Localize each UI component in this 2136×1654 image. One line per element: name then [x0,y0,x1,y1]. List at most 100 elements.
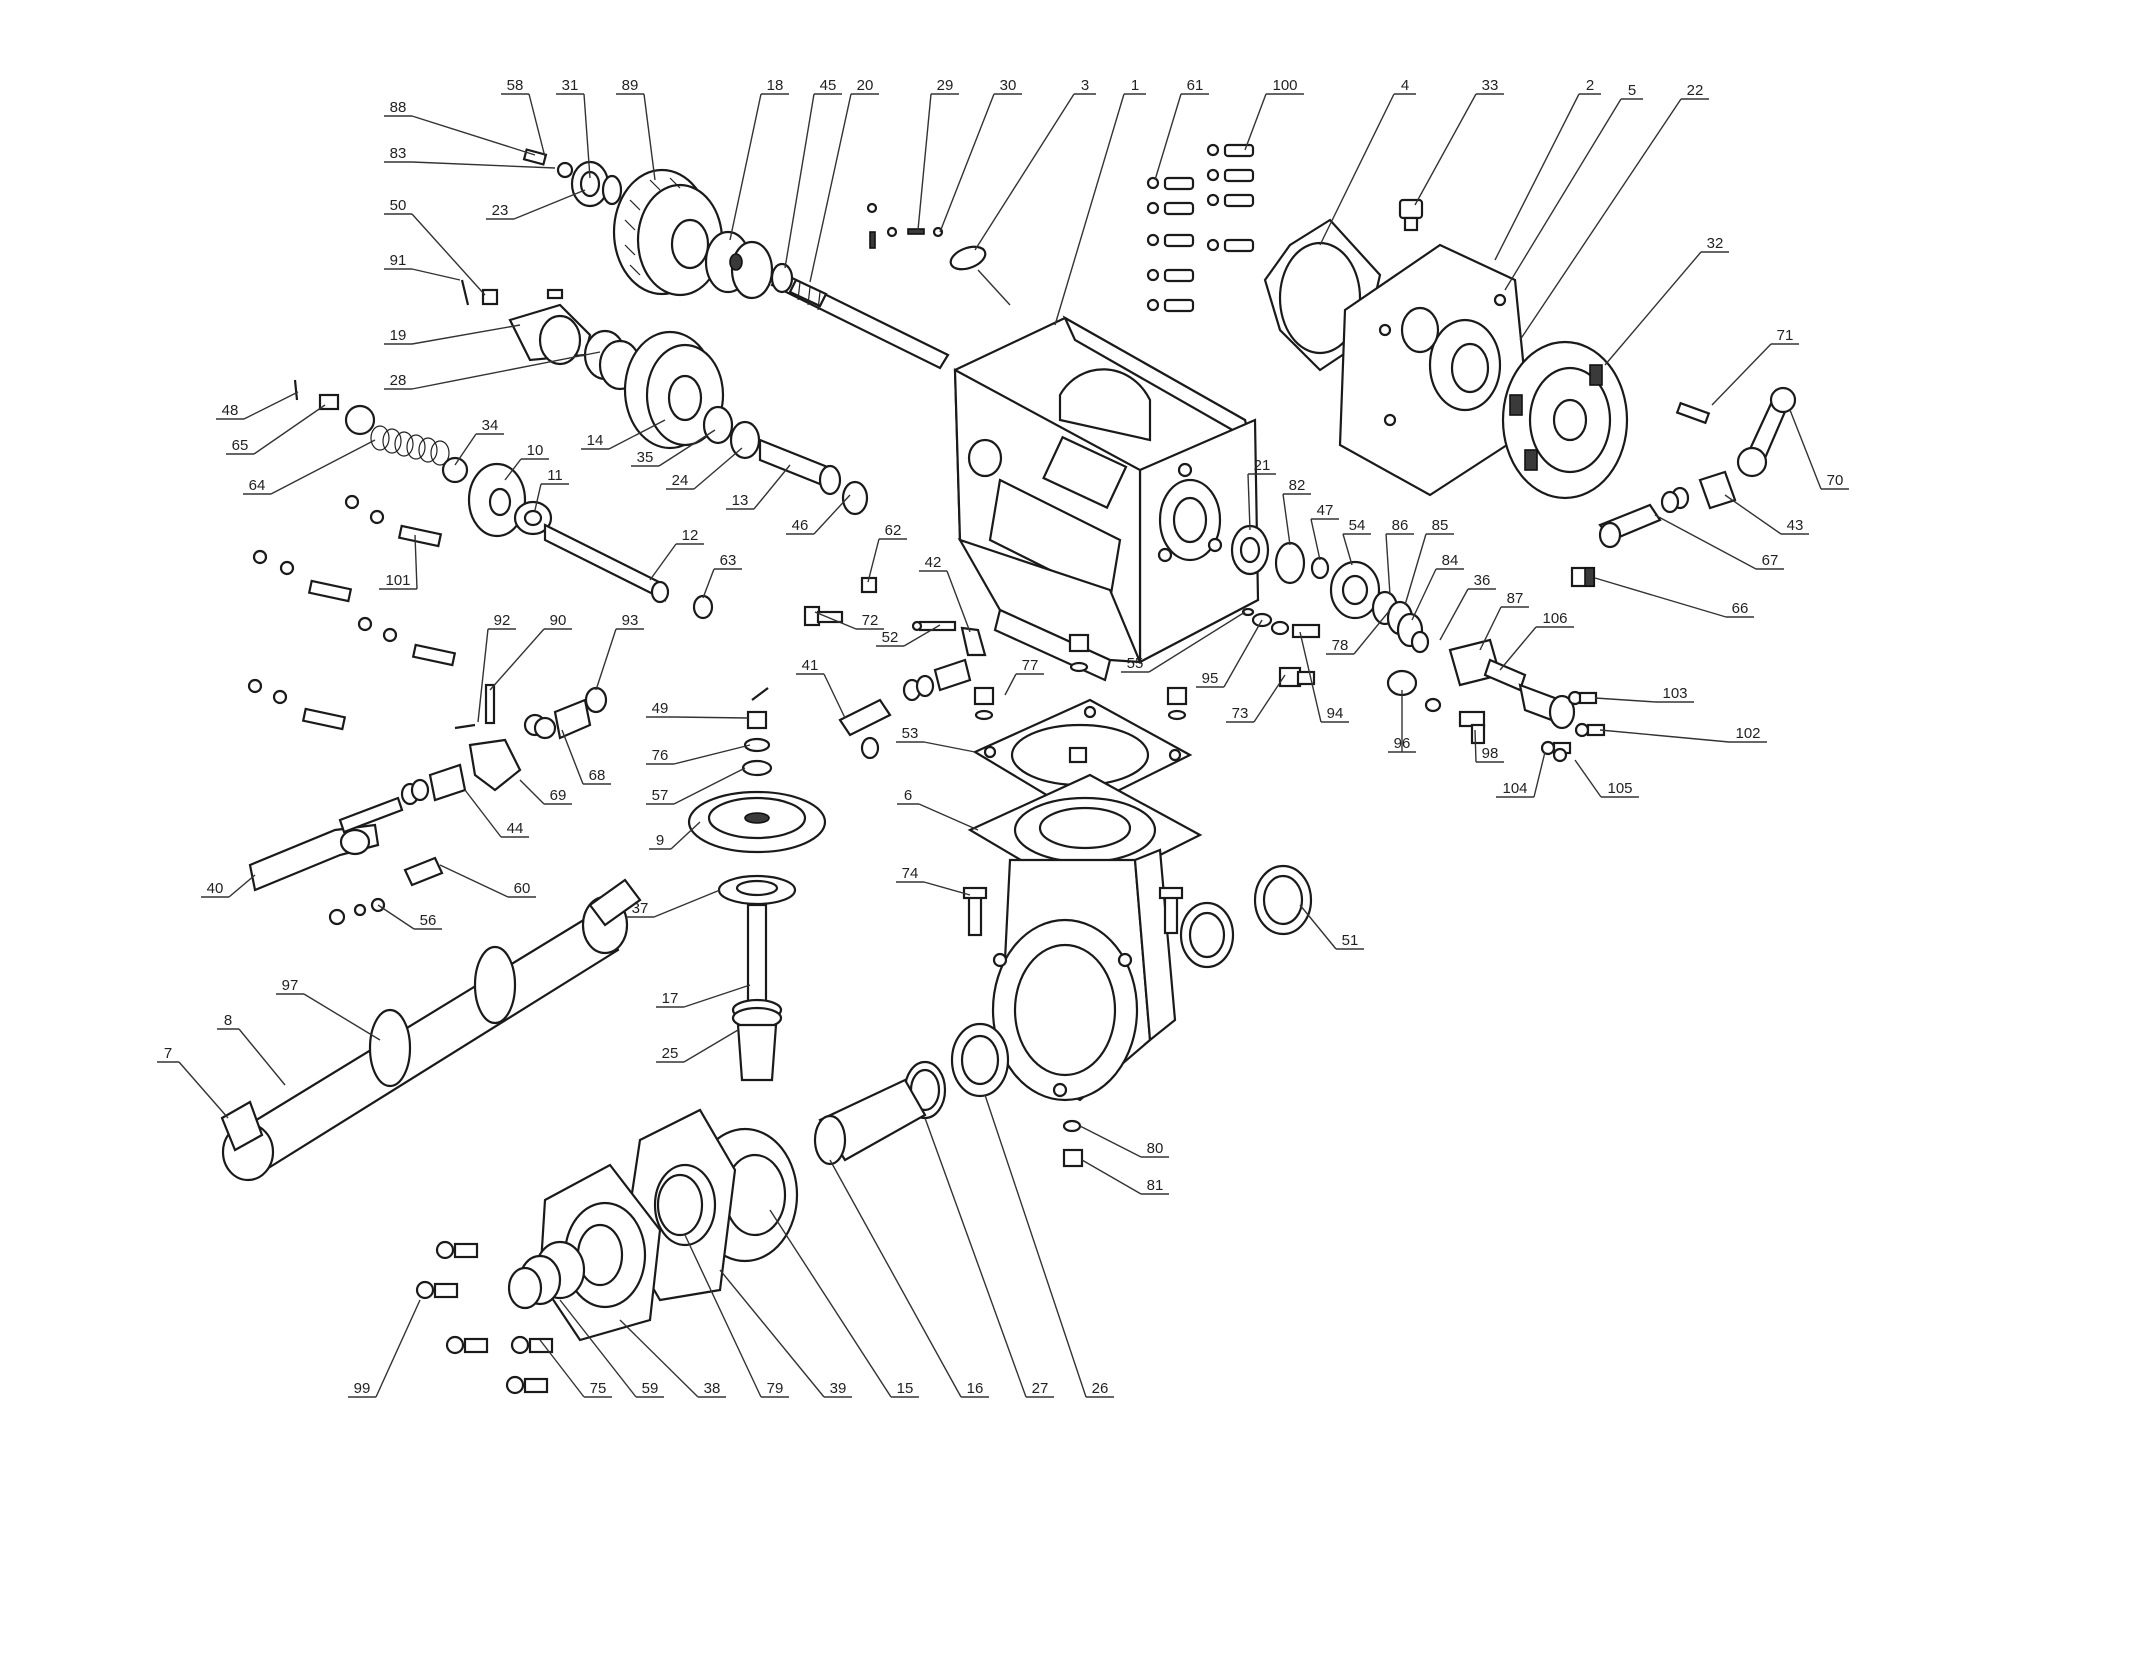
coupler-7 [220,1100,264,1152]
gearbox-housing-1 [953,315,1260,682]
leader-line [1299,904,1337,950]
callout-26: 26 [984,1094,1114,1398]
small-parts-55-95-94 [1241,607,1321,639]
callout-label: 45 [820,77,837,94]
leader-line [673,716,749,719]
callout-label: 86 [1392,517,1409,534]
washer-96-bolt-98 [1386,669,1486,745]
callout-label: 89 [622,77,639,94]
leader-line [439,864,509,898]
callout-68: 68 [561,729,611,785]
gasket-4 [1263,218,1382,372]
callout-7: 7 [157,1045,229,1119]
callout-label: 69 [550,787,567,804]
callout-55: 55 [1121,611,1246,673]
callout-102: 102 [1599,725,1767,743]
callout-24: 24 [666,447,743,490]
callout-label: 63 [720,552,737,569]
callout-label: 85 [1432,517,1449,534]
sleeve-68-93 [523,686,608,740]
callout-label: 13 [732,492,749,509]
leader-line [729,93,762,241]
dipstick-3 [949,245,1011,306]
leader-line [683,984,751,1008]
leader-line [619,1319,699,1398]
callout-label: 5 [1628,82,1636,99]
leader-line [608,419,666,450]
leader-line [917,93,932,231]
leader-line [649,543,677,581]
leader-line [813,494,851,535]
callout-label: 59 [642,1380,659,1397]
callout-label: 1 [1131,77,1139,94]
callout-49: 49 [646,700,749,719]
callout-label: 46 [792,517,809,534]
callout-label: 54 [1349,517,1366,534]
leader-line [411,161,556,169]
leader-line [1411,568,1437,621]
leader-line [377,904,415,930]
leader-line [653,889,721,918]
callout-91: 91 [384,252,461,281]
callout-label: 67 [1762,552,1779,569]
callout-99: 99 [348,1299,421,1398]
leader-line [411,324,521,345]
callout-59: 59 [559,1299,664,1398]
callout-label: 96 [1394,735,1411,752]
oring-63 [692,594,714,620]
callout-43: 43 [1724,494,1809,535]
callout-29: 29 [917,77,959,231]
callout-label: 14 [587,432,604,449]
callout-label: 51 [1342,932,1359,949]
leader-line [519,779,545,805]
leader-line [559,1299,637,1398]
leader-line [1004,673,1017,696]
oring-46 [841,480,869,516]
callout-label: 76 [652,747,669,764]
leader-line [454,433,477,466]
bolt-right-74b [1158,886,1184,935]
bearing-79 [656,1173,704,1237]
callout-94: 94 [1299,631,1349,723]
callout-label: 95 [1202,670,1219,687]
leader-line [867,538,880,583]
callout-label: 66 [1732,600,1749,617]
leader-line [1244,93,1267,151]
leader-line [924,1117,1027,1398]
leader-line [918,803,979,831]
callout-90: 90 [489,612,572,691]
leader-line [673,767,746,805]
callout-17: 17 [656,984,751,1008]
gasket-plate-53 [972,698,1193,814]
callout-39: 39 [719,1269,852,1398]
callout-103: 103 [1594,685,1694,703]
leader-line [784,93,815,269]
callout-18: 18 [729,77,789,241]
pin-29 [866,202,944,249]
callout-41: 41 [796,657,846,719]
callout-75: 75 [539,1339,612,1398]
callout-label: 41 [802,657,819,674]
callout-label: 42 [925,554,942,571]
leader-line [1253,674,1286,723]
callout-101: 101 [379,534,418,590]
output-shaft-16 [813,1078,927,1166]
leader-line [238,1028,286,1086]
block-66 [1570,566,1596,588]
callout-label: 91 [390,252,407,269]
leader-line [1385,533,1391,596]
callout-label: 39 [830,1380,847,1397]
nuts-77 [973,633,1188,721]
spacer-35-bearing-24 [702,405,761,460]
callout-label: 37 [632,900,649,917]
bearing-97 [368,945,517,1088]
leader-line [673,744,751,765]
callout-label: 94 [1327,705,1344,722]
callout-label: 10 [527,442,544,459]
callout-label: 17 [662,990,679,1007]
leader-line [939,93,995,233]
callout-104: 104 [1496,751,1546,798]
leader-line [228,874,256,898]
callout-label: 72 [862,612,879,629]
callout-label: 87 [1507,590,1524,607]
